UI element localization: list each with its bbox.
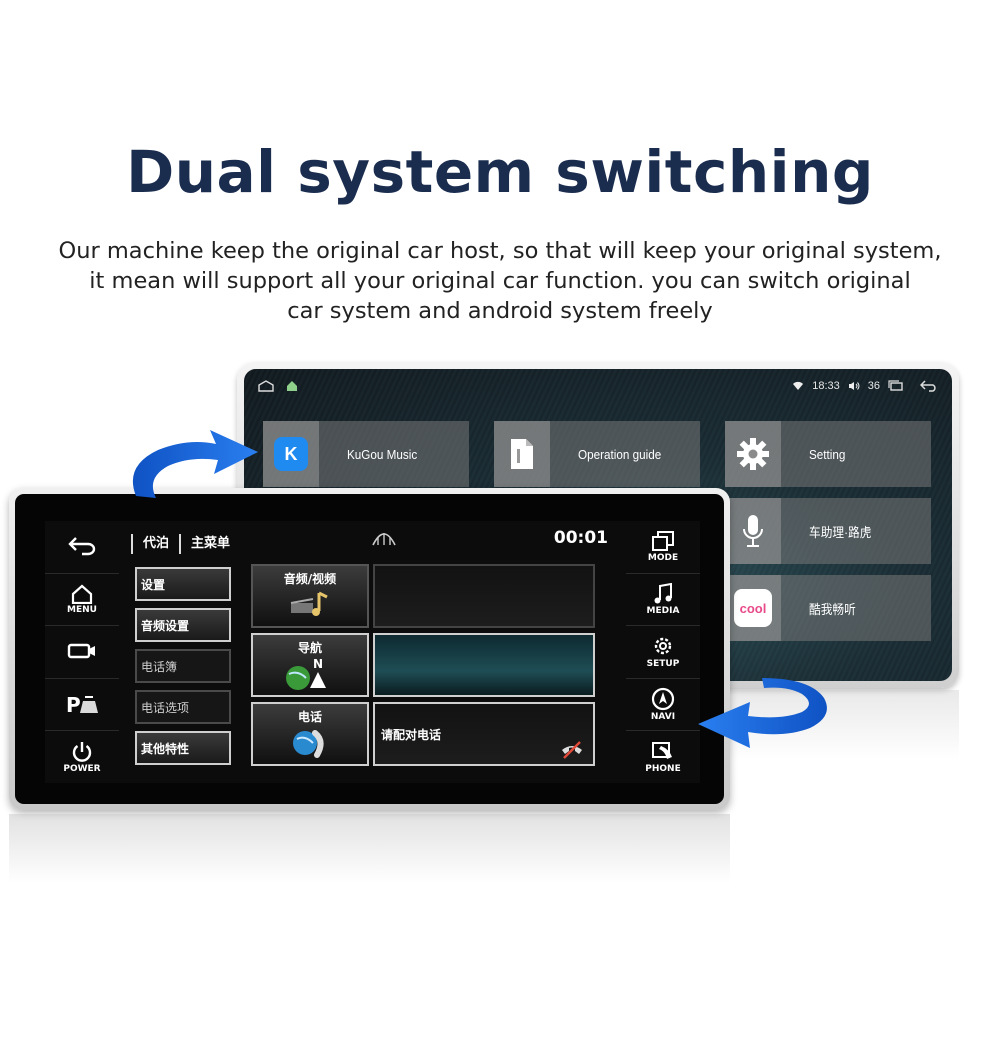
tile-label: Operation guide [578,446,662,462]
microphone-icon [725,498,781,564]
climate-icon [371,529,397,551]
car-back-button[interactable] [45,521,119,574]
tile-label: Setting [809,446,846,462]
breadcrumb-main-menu[interactable]: 主菜单 [179,534,240,554]
kugou-icon: K [263,421,319,487]
panel-phone: 请配对电话 [373,702,595,766]
phone-globe-icon [293,730,324,758]
breadcrumb-valet[interactable]: 代泊 [131,534,179,554]
car-navi-button[interactable]: NAVI [626,679,700,732]
description-line-1: Our machine keep the original car host, … [58,238,942,264]
home-icon [71,584,93,604]
camera-icon [67,644,95,659]
description: Our machine keep the original car host, … [0,236,1000,326]
phone-status: 请配对电话 [381,728,442,742]
car-menu-button[interactable]: MENU [45,574,119,627]
menu-item-phonebook[interactable]: 电话簿 [135,649,231,683]
navi-icon [651,687,675,711]
status-time: 18:33 [812,380,840,392]
car-left-column: MENU P POWER [45,521,119,783]
car-main-area: 代泊 主菜单 00:01 设置 音频设置 电话簿 电话选项 其他特性 音频/视频 [131,521,614,783]
tile-kuwo[interactable]: cool 酷我畅听 [725,575,931,641]
svg-text:P: P [66,693,81,715]
phone-icon [652,741,672,759]
tile-car-assistant[interactable]: 车助理·路虎 [725,498,931,564]
navigation-icon: N [286,657,326,690]
car-mode-button[interactable]: MODE [626,521,700,574]
home-green-icon[interactable] [286,380,298,392]
tile-label: KuGou Music [347,446,418,462]
headline: Dual system switching [126,138,874,206]
car-phone-button[interactable]: PHONE [626,731,700,783]
car-head-unit: MENU P POWER 代泊 [9,488,730,810]
gear-icon [654,638,672,655]
function-navigation[interactable]: 导航 N [251,633,369,697]
parking-icon: P [66,693,98,715]
car-reflection [9,814,730,884]
tile-label: 酷我畅听 [809,601,856,617]
description-line-3: car system and android system freely [287,298,713,324]
book-icon [494,421,550,487]
music-icon [654,582,672,604]
switch-arrow-right-icon [698,678,827,748]
description-line-2: it mean will support all your original c… [89,268,911,294]
menu-item-other-features[interactable]: 其他特性 [135,731,231,765]
home-outline-icon[interactable] [258,380,274,392]
car-setup-button[interactable]: SETUP [626,626,700,679]
panel-audio-video [373,564,595,628]
function-audio-video[interactable]: 音频/视频 [251,564,369,628]
recent-apps-icon[interactable] [888,380,904,392]
volume-level: 36 [867,380,880,392]
car-bezel: MENU P POWER 代泊 [15,494,724,804]
back-arrow-icon[interactable] [920,380,938,392]
wifi-icon [792,381,804,391]
tile-operation-guide[interactable]: Operation guide [494,421,700,487]
car-media-button[interactable]: MEDIA [626,574,700,627]
car-top-bar: 代泊 主菜单 [131,527,614,561]
menu-item-phone-options[interactable]: 电话选项 [135,690,231,724]
car-clock: 00:01 [553,528,608,548]
tile-label: 车助理·路虎 [809,524,872,540]
panel-navigation [373,633,595,697]
menu-item-audio-settings[interactable]: 音频设置 [135,608,231,642]
switch-arrow-left-icon [132,430,258,498]
mode-icon [652,531,674,552]
tile-kugou-music[interactable]: K KuGou Music [263,421,469,487]
car-camera-button[interactable] [45,626,119,679]
kuwo-icon: cool [725,575,781,641]
menu-item-settings[interactable]: 设置 [135,567,231,601]
volume-icon[interactable] [848,381,860,391]
car-power-button[interactable]: POWER [45,731,119,783]
car-parking-button[interactable]: P [45,679,119,732]
back-icon [68,537,96,556]
audio-video-icon [290,591,328,616]
gear-icon [725,421,781,487]
svg-text:N: N [313,657,323,671]
tile-setting[interactable]: Setting [725,421,931,487]
function-phone[interactable]: 电话 [251,702,369,766]
car-screen: MENU P POWER 代泊 [45,521,700,783]
phone-disconnected-icon [562,741,582,759]
status-bar: 18:33 36 [244,369,952,403]
car-right-column: MODE MEDIA SETUP NAVI PHONE [626,521,700,783]
power-icon [72,741,92,762]
